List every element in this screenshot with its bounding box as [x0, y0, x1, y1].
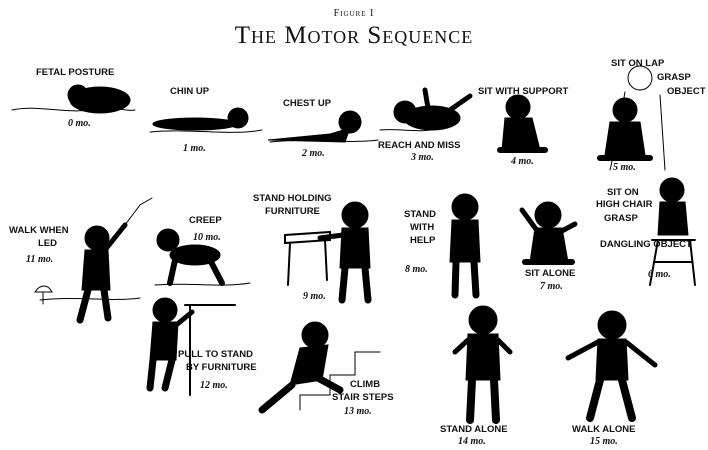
label-grasp: GRASP: [657, 72, 691, 84]
label-by-furniture: BY FURNITURE: [186, 362, 257, 374]
age-walk-alone: 15 mo.: [590, 436, 618, 447]
figure-climb-stair-steps: [262, 322, 340, 410]
figure-sit-on-lap: [600, 98, 650, 158]
label-sit-with-support: SIT WITH SUPPORT: [478, 86, 568, 98]
label-stair-steps: STAIR STEPS: [332, 392, 394, 404]
label-with: WITH: [410, 222, 434, 234]
label-sit-alone: SIT ALONE: [525, 268, 575, 280]
age-fetal-posture: 0 mo.: [68, 118, 91, 129]
figure-walk-when-led: [80, 225, 125, 320]
label-sit-on: SIT ON: [607, 187, 639, 199]
label-creep: CREEP: [189, 215, 222, 227]
age-pull-to-stand: 12 mo.: [200, 380, 228, 391]
figure-stand-holding-furniture: [320, 202, 370, 300]
figure-reach-and-miss: [394, 90, 470, 130]
figure-chin-up: [153, 108, 248, 130]
label-chin-up: CHIN UP: [170, 86, 209, 98]
figure-stand-with-help: [450, 194, 480, 295]
adult-hand-outline: [125, 198, 152, 225]
ground-lines: [12, 108, 440, 300]
table-furniture: [285, 232, 330, 285]
label-high-chair: HIGH CHAIR: [596, 199, 652, 211]
figure-fetal-posture: [68, 85, 130, 113]
label-fetal-posture: FETAL POSTURE: [36, 67, 114, 79]
figure-pull-to-stand: [150, 298, 192, 388]
figure-sit-alone: [522, 202, 575, 262]
label-sit-on-lap: SIT ON LAP: [611, 58, 664, 70]
label-reach-and-miss: REACH AND MISS: [378, 140, 461, 152]
figure-sit-on-high-chair: [658, 178, 688, 235]
age-chin-up: 1 mo.: [183, 143, 206, 154]
age-stand-alone: 14 mo.: [458, 436, 486, 447]
label-help: HELP: [410, 235, 435, 247]
label-stand-alone: STAND ALONE: [440, 424, 508, 436]
label-pull-to-stand: PULL TO STAND: [178, 349, 253, 361]
figure-walk-alone: [568, 311, 655, 418]
age-sit-with-support: 4 mo.: [511, 156, 534, 167]
age-creep: 10 mo.: [193, 232, 221, 243]
label-led: LED: [38, 238, 57, 250]
age-walk-when-led: 11 mo.: [26, 254, 53, 265]
label-climb: CLIMB: [350, 379, 380, 391]
label-furniture: FURNITURE: [265, 206, 320, 218]
figure-sit-with-support: [500, 95, 545, 150]
label-grasp-chair: GRASP: [604, 213, 638, 225]
label-stand-holding: STAND HOLDING: [253, 193, 331, 205]
label-walk-alone: WALK ALONE: [572, 424, 636, 436]
age-reach-and-miss: 3 mo.: [411, 152, 434, 163]
small-mushroom-toy: [35, 286, 52, 304]
figure-chest-up: [268, 111, 361, 142]
label-chest-up: CHEST UP: [283, 98, 331, 110]
label-object: OBJECT: [667, 86, 706, 98]
label-stand: STAND: [404, 209, 436, 221]
figure-stand-alone: [455, 306, 510, 420]
age-stand-holding-furniture: 9 mo.: [303, 291, 326, 302]
age-climb-stair-steps: 13 mo.: [344, 406, 372, 417]
label-walk-when: WALK WHEN: [9, 225, 69, 237]
age-chest-up: 2 mo.: [302, 148, 325, 159]
age-sit-on-lap: 5 mo.: [613, 162, 636, 173]
age-sit-alone: 7 mo.: [540, 281, 563, 292]
age-stand-with-help: 8 mo.: [405, 264, 428, 275]
label-dangling-object: DANGLING OBJECT: [600, 239, 692, 251]
age-high-chair: 6 mo.: [648, 269, 671, 280]
